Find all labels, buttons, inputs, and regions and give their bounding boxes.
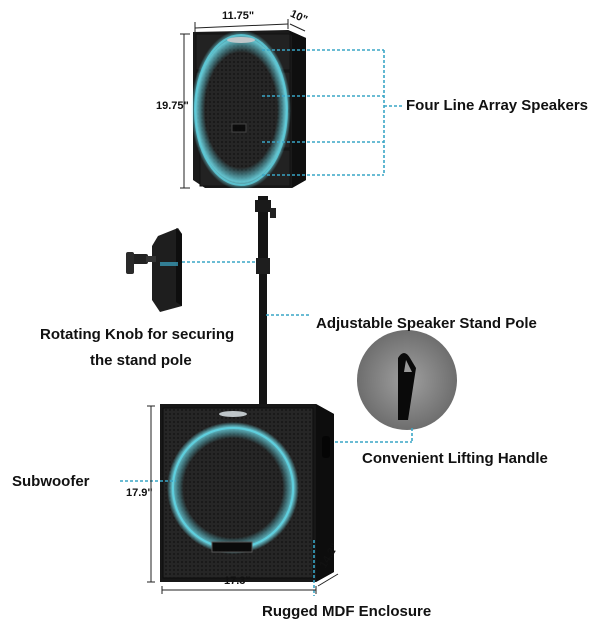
lifting-handle-closeup bbox=[357, 330, 457, 430]
sub-width-dimension-line bbox=[161, 586, 317, 594]
stand-pole bbox=[255, 196, 276, 406]
sub-width-value: 17.3" bbox=[224, 575, 251, 587]
knob-label-line2: the stand pole bbox=[90, 352, 192, 369]
subwoofer-label: Subwoofer bbox=[12, 473, 90, 490]
sub-depth-dimension-line bbox=[317, 573, 339, 587]
handle-label: Convenient Lifting Handle bbox=[362, 450, 548, 467]
stand-pole-label: Adjustable Speaker Stand Pole bbox=[316, 315, 537, 332]
handle-callout bbox=[330, 428, 413, 443]
knob-label-line1: Rotating Knob for securing bbox=[40, 326, 235, 343]
sub-height-value: 17.9" bbox=[126, 487, 153, 499]
line-array-callout bbox=[262, 49, 402, 176]
top-height-dimension-line bbox=[180, 33, 190, 189]
top-width-value: 11.75" bbox=[222, 10, 255, 22]
top-height-value: 19.75" bbox=[156, 100, 189, 112]
line-array-label: Four Line Array Speakers bbox=[406, 97, 589, 114]
line-array-speaker bbox=[191, 30, 306, 190]
top-width-dimension-line bbox=[194, 19, 306, 32]
sub-height-dimension-line bbox=[147, 405, 155, 583]
enclosure-label: Rugged MDF Enclosure bbox=[262, 603, 432, 620]
subwoofer-cabinet bbox=[160, 404, 334, 582]
rotating-knob-closeup bbox=[126, 228, 182, 312]
